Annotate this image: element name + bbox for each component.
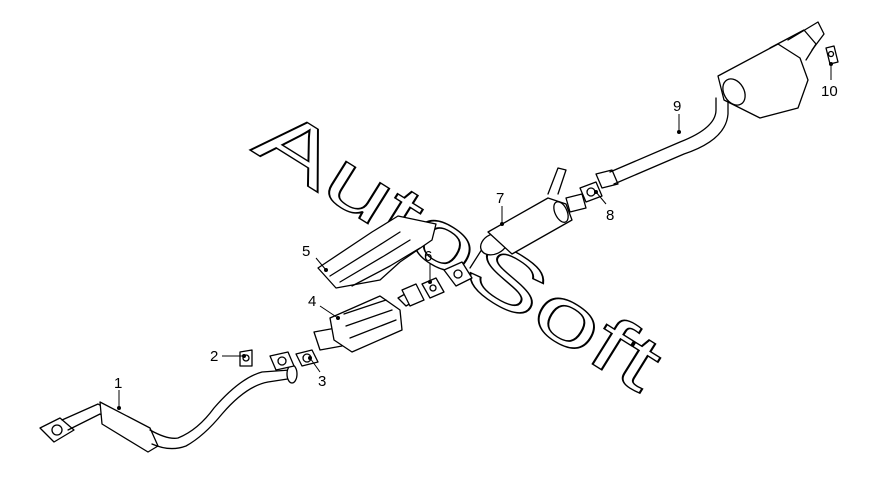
- callout-label: 1: [114, 375, 122, 392]
- part-heat-shield[interactable]: [317, 215, 437, 289]
- callout-label: 6: [424, 248, 432, 265]
- callout-label: 10: [821, 83, 838, 100]
- callout-4: 4: [308, 293, 340, 320]
- part-gasket-middle[interactable]: [421, 277, 445, 299]
- callout-label: 3: [318, 373, 326, 390]
- callout-2: 2: [210, 348, 246, 365]
- callout-9: 9: [673, 98, 681, 134]
- callout-7: 7: [496, 190, 504, 226]
- part-gasket-front[interactable]: [269, 349, 319, 371]
- callout-label: 2: [210, 348, 218, 365]
- part-gasket-rear[interactable]: [579, 181, 603, 203]
- part-rear-muffler[interactable]: [595, 21, 825, 189]
- callout-label: 7: [496, 190, 504, 207]
- callout-label: 4: [308, 293, 316, 310]
- callout-label: 9: [673, 98, 681, 115]
- part-rubber-hanger[interactable]: [825, 45, 839, 65]
- part-front-pipe[interactable]: [39, 364, 298, 453]
- callout-5: 5: [302, 243, 328, 272]
- part-bolt[interactable]: [239, 349, 253, 367]
- callout-label: 8: [606, 207, 614, 224]
- part-catalytic-converter[interactable]: [313, 283, 425, 353]
- callout-8: 8: [594, 190, 614, 224]
- callout-6: 6: [424, 248, 432, 284]
- part-center-muffler[interactable]: [443, 167, 587, 287]
- callout-1: 1: [114, 375, 122, 410]
- callout-3: 3: [308, 356, 326, 390]
- callout-label: 5: [302, 243, 310, 260]
- callout-10: 10: [821, 62, 838, 100]
